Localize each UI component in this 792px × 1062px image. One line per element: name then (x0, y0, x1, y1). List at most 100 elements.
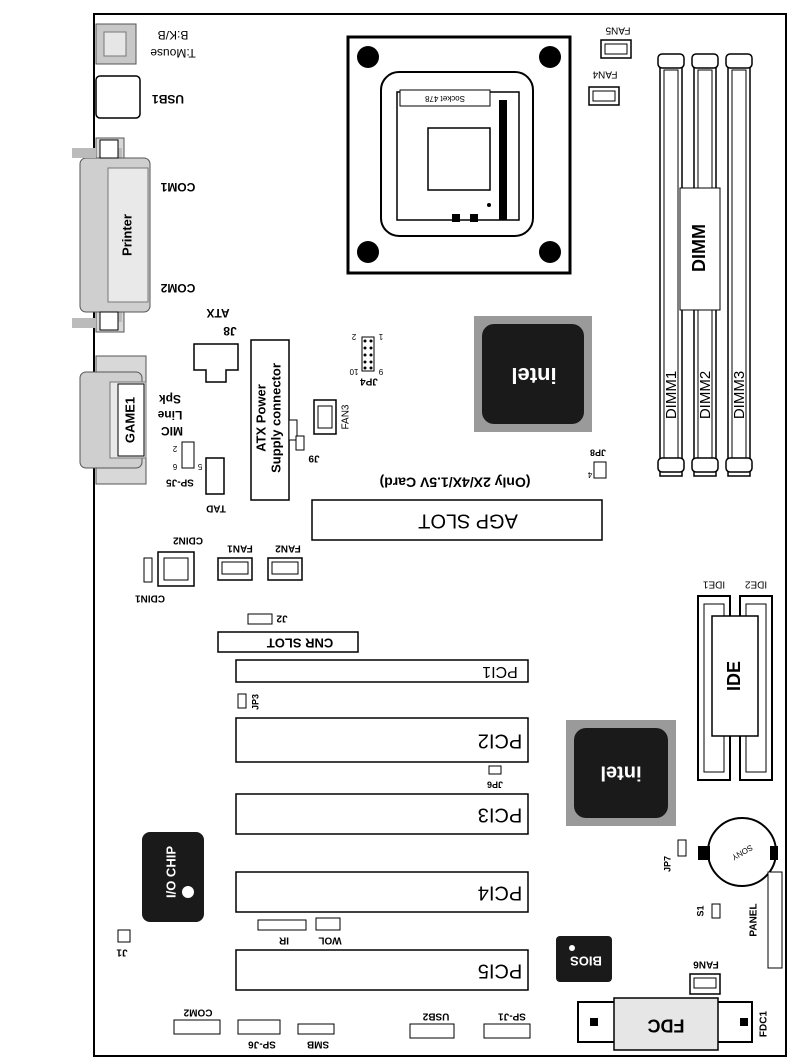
ir-label: IR (278, 934, 289, 945)
atx-j8-connector: ATX J8 (193, 306, 239, 383)
usb1-label: USB1 (152, 92, 184, 106)
fdc-connector: FDC FDC1 (577, 997, 770, 1051)
smb-label: SMB (307, 1038, 329, 1049)
spk-label: Spk (159, 392, 181, 406)
dimm-slots: DIMM DIMM1 DIMM2 DIMM3 (657, 53, 753, 477)
printer-label: Printer (119, 214, 134, 256)
fan2-label: FAN2 (275, 542, 301, 553)
wol-header: WOL (315, 917, 342, 945)
s1-label: S1 (695, 905, 705, 916)
spj5-pin6: 6 (172, 462, 177, 471)
jp6-jumper: JP6 (487, 765, 503, 790)
jp7-label: JP7 (662, 856, 672, 872)
fan3-header: FAN3 (313, 399, 352, 435)
pci2-label: PCI2 (478, 730, 522, 752)
fan5-header: FAN5 (600, 24, 632, 59)
spj1-label: SP-J1 (498, 1010, 526, 1021)
intel-nb-label: intel (511, 363, 556, 388)
intel-southbridge-chip: intel (566, 720, 676, 826)
j8-label: J8 (223, 324, 237, 338)
fdc-label: FDC (648, 1015, 685, 1035)
kb-label: B:K/B (158, 28, 189, 42)
j2-label: J2 (276, 612, 288, 623)
usb1-connector: USB1 (95, 75, 184, 119)
fan4-header: FAN4 (588, 68, 620, 106)
jp8-label: JP8 (590, 448, 606, 458)
pci1-slot: PCI1 (235, 659, 529, 683)
panel-header: PANEL (749, 871, 783, 969)
com2-bottom-label: COM2 (183, 1006, 212, 1017)
jp3-label: JP3 (250, 694, 260, 710)
wol-label: WOL (318, 934, 341, 945)
ir-header: IR (257, 919, 307, 945)
atx-label: ATX (206, 306, 229, 320)
spj5-pin5: 5 (197, 462, 202, 471)
pci5-label: PCI5 (478, 960, 522, 982)
usb2-label: USB2 (422, 1010, 449, 1021)
ps2-connector: B:K/B T:Mouse (95, 23, 196, 65)
jp8-jumper: JP8 4 (587, 448, 607, 479)
io-chip-label: I/O CHIP (163, 846, 178, 898)
fan1-label: FAN1 (227, 542, 253, 553)
dimm-label: DIMM (689, 224, 709, 272)
cdin2-label: CDIN2 (173, 534, 203, 545)
serial-parallel-ports: Printer COM1 COM2 (72, 137, 195, 333)
jp6-label: JP6 (487, 780, 503, 790)
line-label: Line (157, 408, 182, 422)
bios-label: BIOS (570, 954, 602, 969)
spj1-header: SP-J1 (483, 1010, 531, 1039)
jp4-pin2: 2 (351, 332, 356, 341)
bios-chip: BIOS (556, 936, 612, 982)
com2-top-label: COM2 (160, 281, 195, 295)
pci3-label: PCI3 (478, 804, 522, 826)
j1-label: J1 (116, 946, 128, 957)
fan6-label: FAN6 (693, 958, 719, 969)
fdc1-label: FDC1 (759, 1011, 770, 1038)
spj5-label: SP-J5 (166, 476, 194, 487)
spj5-pin2: 2 (172, 444, 177, 453)
fan5-label: FAN5 (605, 24, 630, 35)
jp4-pin1: 1 (378, 332, 383, 341)
pci5-slot: PCI5 (235, 949, 529, 991)
jp7-jumper: JP7 (662, 839, 687, 872)
smb-header: SMB (297, 1023, 335, 1049)
com1-label: COM1 (160, 180, 195, 194)
dimm3-label: DIMM3 (731, 371, 748, 419)
game1-label: GAME1 (122, 397, 137, 443)
supply-connector-label: Supply connector (268, 363, 283, 473)
jp3-jumper: JP3 (237, 693, 260, 710)
cnr-slot-label: CNR SLOT (267, 636, 334, 651)
ide2-label: IDE2 (744, 578, 767, 589)
dimm1-label: DIMM1 (663, 371, 680, 419)
dimm2-label: DIMM2 (697, 371, 714, 419)
mic-label: MIC (161, 424, 183, 438)
usb2-header: USB2 (409, 1010, 455, 1039)
socket-label: Socket 478 (424, 94, 465, 103)
battery: SONY (698, 817, 778, 887)
jp4-label: JP4 (360, 375, 378, 386)
s1-switch: S1 (695, 903, 721, 919)
cnr-slot: CNR SLOT (217, 631, 359, 653)
intel-northbridge-chip: intel (474, 316, 592, 432)
agp-card-label: (Only 2X/4X/1.5V Card) (380, 474, 531, 490)
ide1-label: IDE1 (702, 578, 725, 589)
cdin1-label: CDIN1 (135, 592, 165, 603)
jp8-pin4: 4 (587, 470, 592, 479)
fan4-label: FAN4 (592, 68, 617, 79)
tad-header: TAD (205, 457, 226, 513)
j9-label: J9 (308, 452, 320, 463)
pci1-label: PCI1 (482, 663, 518, 680)
fan3-label: FAN3 (341, 404, 352, 429)
fan6-header: FAN6 (689, 958, 721, 995)
cpu-socket: Socket 478 (346, 35, 572, 275)
jp4-pin9: 9 (378, 367, 383, 376)
pci3-slot: PCI3 (235, 793, 529, 835)
agp-slot-label: AGP SLOT (418, 510, 518, 532)
j2-header: J2 (247, 612, 288, 625)
jp4-pin10: 10 (349, 367, 358, 376)
pci4-slot: PCI4 (235, 871, 529, 913)
pci4-label: PCI4 (478, 882, 522, 904)
atx-power-label: ATX Power (253, 384, 268, 452)
